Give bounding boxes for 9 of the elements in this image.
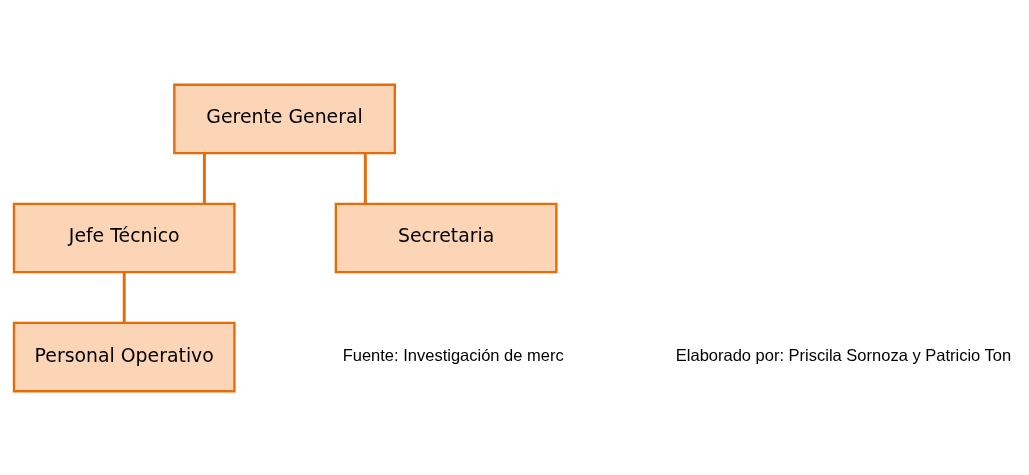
connector (122, 271, 126, 323)
node-box: Jefe Técnico (12, 202, 236, 273)
connector (363, 152, 367, 204)
node-box: Secretaria (334, 202, 558, 273)
label: Fuente: Investigación de merc (342, 345, 564, 364)
label: Elaborado por: Priscila Sornoza y Patricio Ton (675, 345, 1012, 364)
node-box: Gerente General (173, 83, 396, 154)
node-box: Personal Operativo (12, 321, 236, 392)
connector (202, 152, 206, 204)
